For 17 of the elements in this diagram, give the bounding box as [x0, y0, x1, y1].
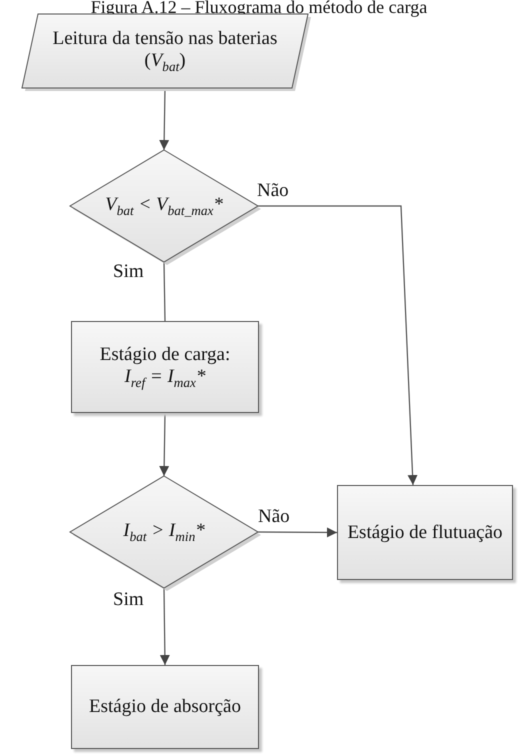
arrow: [160, 588, 170, 665]
node-text: Estágio de absorção: [89, 696, 241, 718]
process-box: [337, 485, 513, 580]
arrow: [159, 412, 170, 476]
formula-text: V$_{bat}$ < V$_{bat_max}$*: [105, 194, 223, 218]
decision-diamond: [70, 150, 258, 262]
process-box: [71, 665, 259, 749]
arrow: [258, 205, 418, 486]
node-text: Estágio de flutuação: [347, 522, 503, 544]
formula-text: I$_{ref}$ = I$_{max}$*: [124, 366, 206, 390]
process-box: [71, 321, 259, 413]
arrow: [258, 527, 337, 538]
input-parallelogram: [22, 14, 308, 88]
node-text: Leitura da tensão nas baterias (V$_{bat}$): [52, 28, 278, 74]
formula-text: I$_{bat}$ > I$_{min}$*: [123, 520, 205, 544]
node-text: Estágio de carga:: [100, 344, 230, 366]
decision-diamond: [70, 476, 258, 588]
